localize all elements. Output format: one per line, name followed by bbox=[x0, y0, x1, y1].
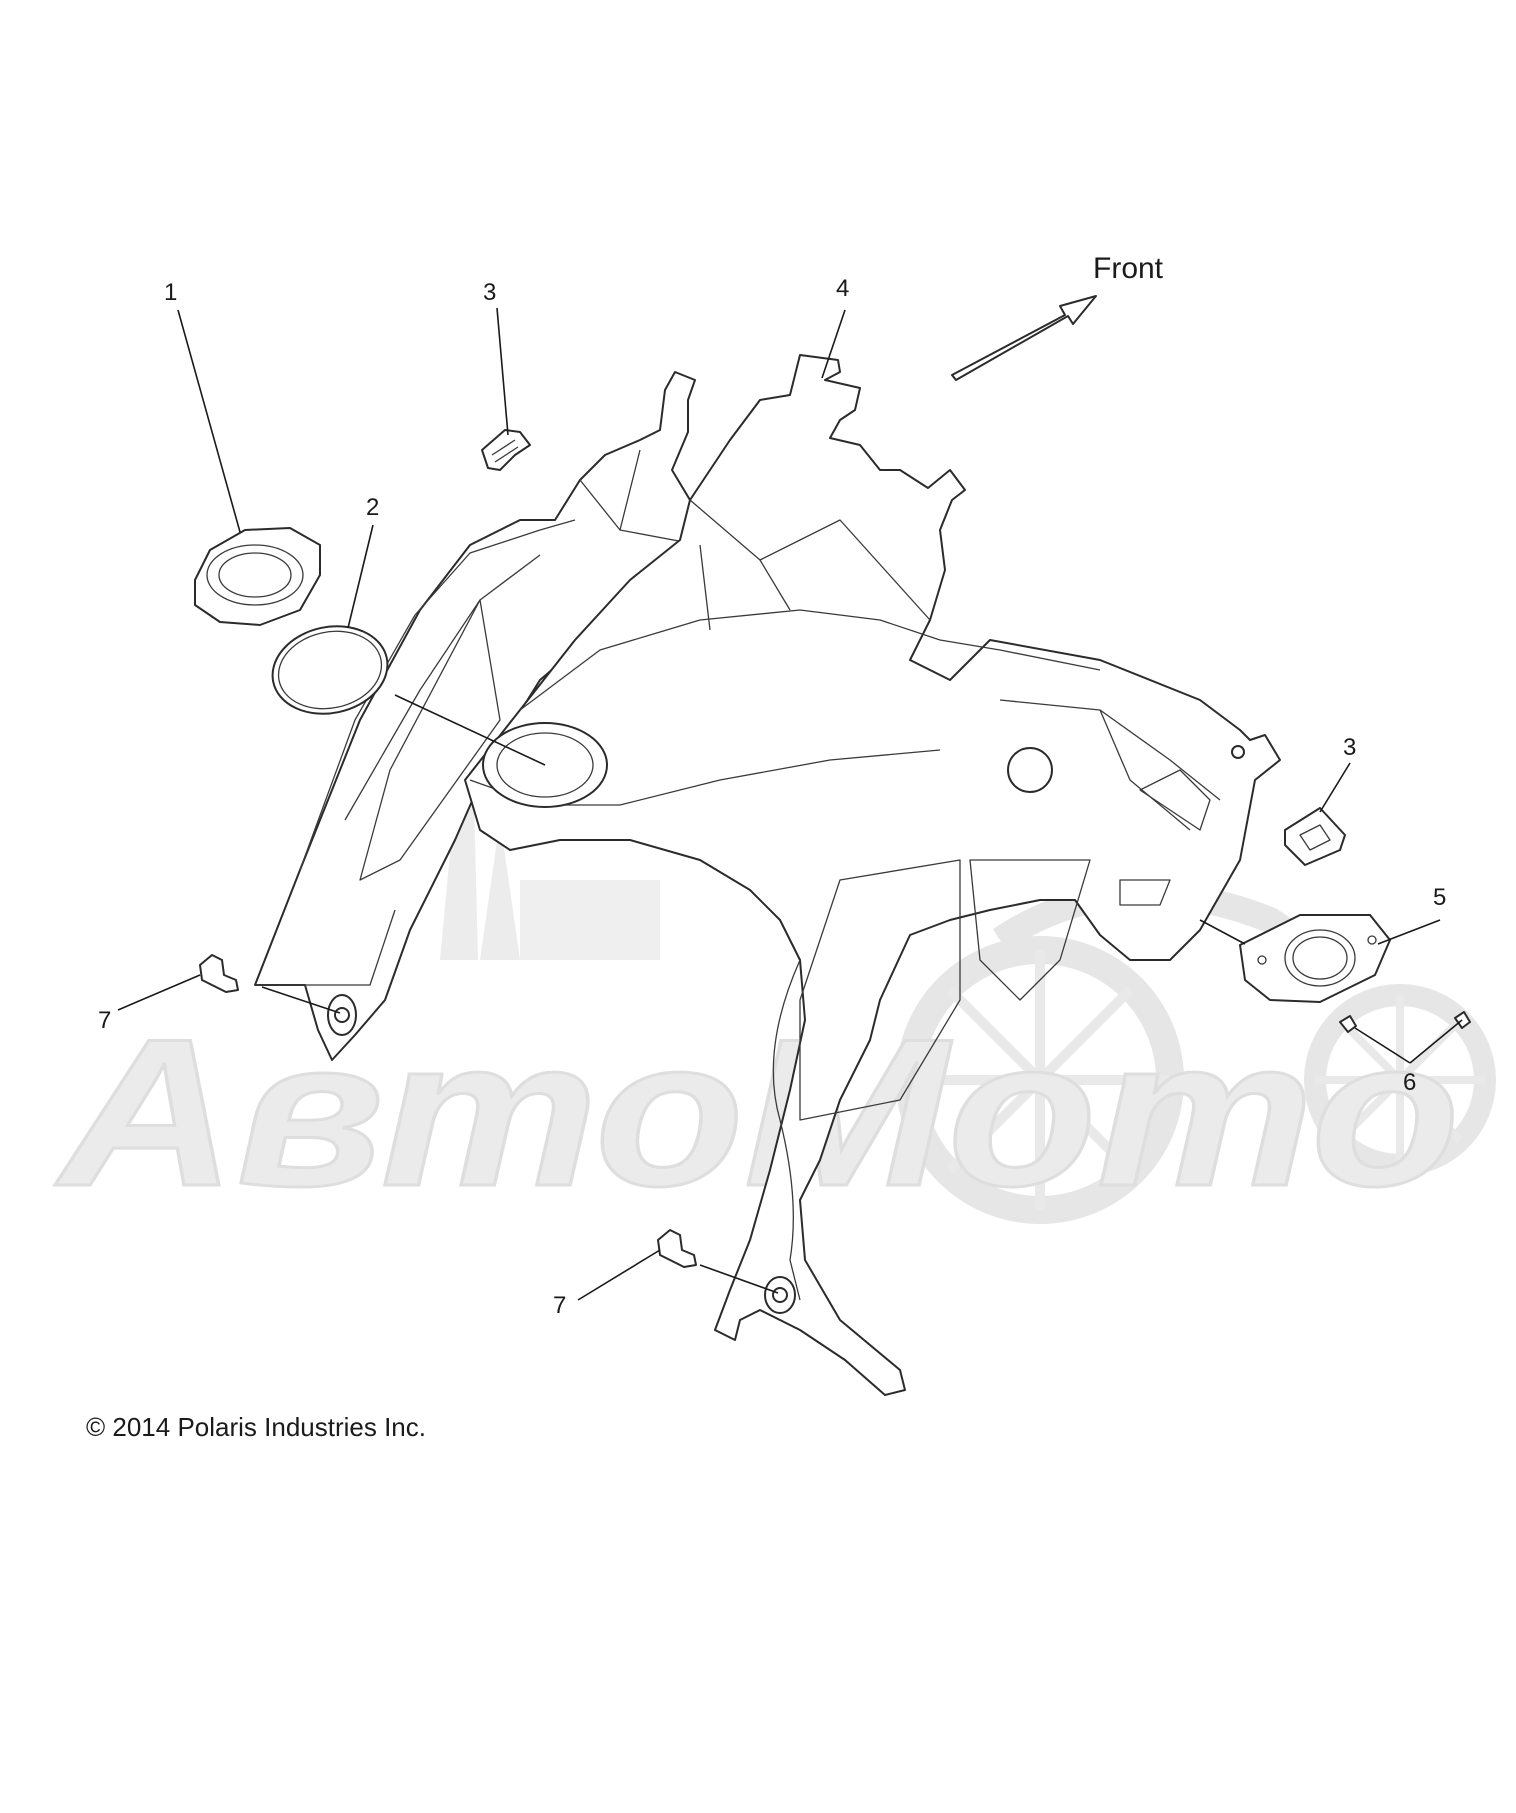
callout-4: 4 bbox=[836, 275, 849, 302]
plate-part bbox=[1239, 914, 1391, 1003]
callout-2: 2 bbox=[366, 494, 379, 521]
callout-3-right: 3 bbox=[1343, 734, 1356, 761]
o-ring-part bbox=[271, 625, 389, 715]
rivet-bottom-part bbox=[657, 1229, 697, 1268]
callout-7-bottom: 7 bbox=[553, 1292, 566, 1319]
seal-nut-part bbox=[194, 527, 321, 626]
watermark-text: АвтоМото bbox=[54, 995, 1460, 1230]
callout-3-top: 3 bbox=[483, 279, 496, 306]
copyright-notice: © 2014 Polaris Industries Inc. bbox=[86, 1412, 426, 1442]
front-direction-arrow: Front bbox=[951, 252, 1164, 381]
fuel-tank-cover-assembly bbox=[254, 354, 1281, 1396]
rivet-left-part bbox=[199, 954, 239, 993]
callout-5: 5 bbox=[1433, 884, 1446, 911]
clip-top-part bbox=[481, 429, 531, 471]
left-side-panel bbox=[254, 371, 701, 1061]
mount-hole-right-top bbox=[1231, 745, 1245, 759]
leader-lines bbox=[117, 307, 1463, 1301]
front-label: Front bbox=[1093, 252, 1164, 285]
screws-part bbox=[1339, 1011, 1471, 1033]
callout-7-left: 7 bbox=[98, 1007, 111, 1034]
callout-6: 6 bbox=[1403, 1069, 1416, 1096]
clip-right-part bbox=[1284, 807, 1346, 866]
callouts: 1 2 3 3 4 5 6 7 7 bbox=[98, 275, 1446, 1319]
vent-boss bbox=[1007, 747, 1053, 793]
callout-1: 1 bbox=[164, 279, 177, 306]
